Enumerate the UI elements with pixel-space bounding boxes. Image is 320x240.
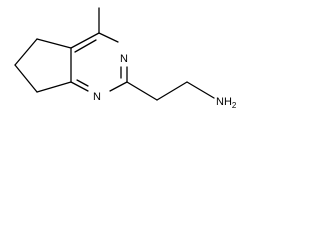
chemical-structure-diagram: N N NH2 <box>14 7 237 110</box>
bond-ch2-ch2 <box>156 81 188 101</box>
amine-label-subscript: 2 <box>232 101 237 110</box>
bond-c4-c4a <box>70 32 100 49</box>
bond-c7-c7a <box>36 81 72 93</box>
amine-label-main: NH <box>216 96 232 108</box>
bond-c4-c4a-inner <box>74 39 97 53</box>
bond-c4a-c5 <box>36 38 72 49</box>
bond-c6-c7 <box>14 64 38 93</box>
bond-c7a-n1-inner <box>76 79 89 87</box>
atom-label-n1: N <box>93 91 101 103</box>
bond-c7a-n1 <box>70 81 89 92</box>
bond-c5-c6 <box>14 38 38 66</box>
bond-c2-ch2 <box>126 81 158 101</box>
atom-label-n3: N <box>120 53 128 65</box>
bond-ch2-nh2 <box>186 81 215 99</box>
bond-n1-c2 <box>109 81 128 92</box>
atom-label-amine: NH2 <box>216 96 237 110</box>
bond-n3-c4 <box>98 32 119 43</box>
